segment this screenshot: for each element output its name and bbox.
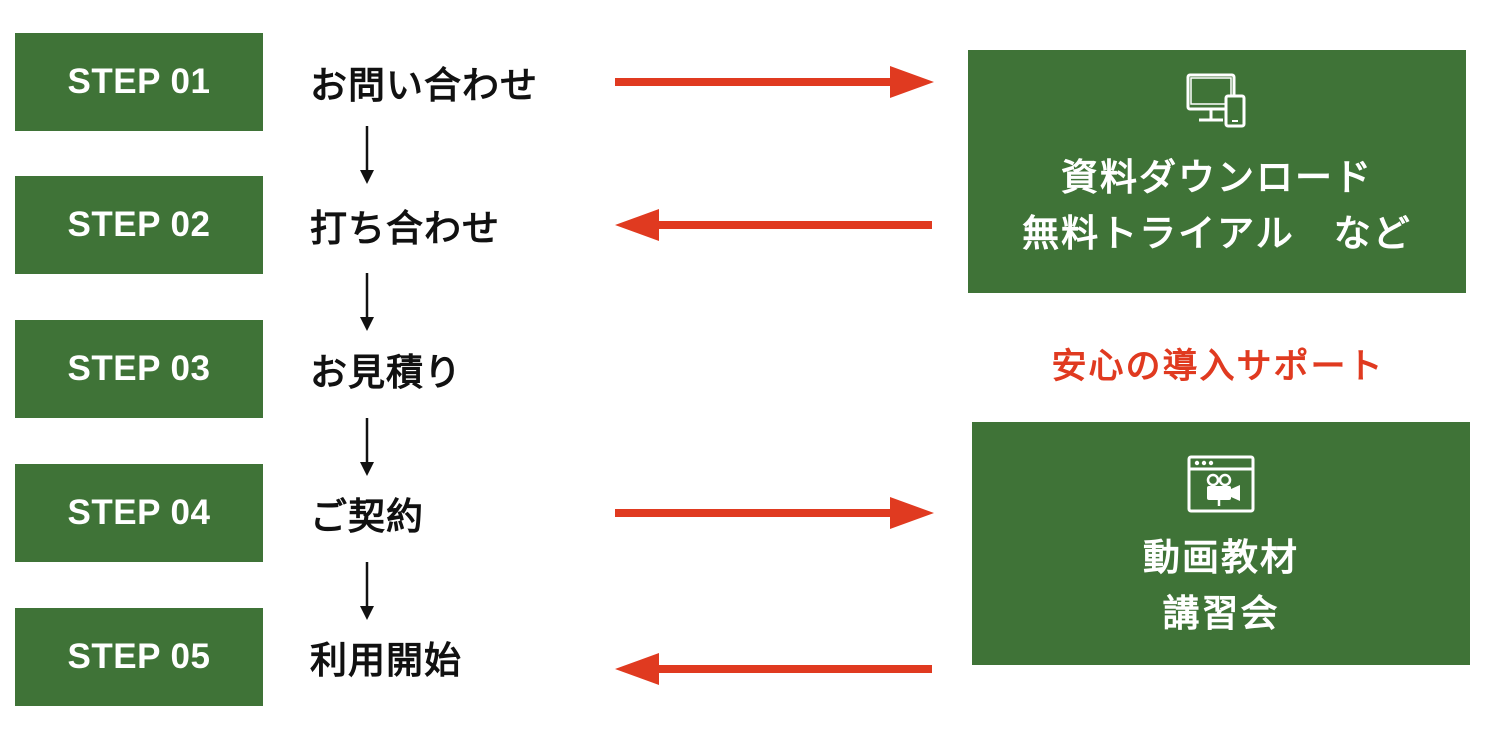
down-arrow-4-5 [360,562,374,620]
arrow-step4-to-panel [615,497,934,529]
step-04-box: STEP 04 [15,464,263,562]
step-01-label: STEP 01 [67,62,211,101]
bottom-panel-line-1: 動画教材 [1143,536,1299,579]
step-01-box: STEP 01 [15,33,263,131]
down-arrow-3-4 [360,418,374,476]
support-heading: 安心の導入サポート [1051,346,1385,387]
bottom-panel-line-2: 講習会 [1162,592,1280,635]
top-panel-line-2: 無料トライアル など [1022,212,1412,255]
down-arrow-2-3 [360,273,374,331]
step-05-box: STEP 05 [15,608,263,706]
step-02-box: STEP 02 [15,176,263,274]
step-02-name: 打ち合わせ [310,207,500,250]
step-02-label: STEP 02 [67,205,211,244]
video-browser-icon [1187,455,1255,513]
step-01-name: お問い合わせ [310,64,538,107]
step-03-box: STEP 03 [15,320,263,418]
step-03-name: お見積り [310,351,462,394]
bottom-support-panel: 動画教材 講習会 [972,422,1470,665]
arrow-step1-to-panel [615,66,934,98]
step-04-name: ご契約 [310,495,424,538]
down-arrow-1-2 [360,126,374,184]
top-panel-line-1: 資料ダウンロード [1061,156,1373,199]
step-03-label: STEP 03 [67,349,211,388]
step-04-label: STEP 04 [67,493,211,532]
monitor-smartphone-icon [1186,73,1246,128]
step-05-name: 利用開始 [310,639,462,682]
step-05-label: STEP 05 [67,637,211,676]
top-support-panel: 資料ダウンロード 無料トライアル など [968,50,1466,293]
arrow-panel-to-step2 [615,209,932,241]
arrow-panel-to-step5 [615,653,932,685]
